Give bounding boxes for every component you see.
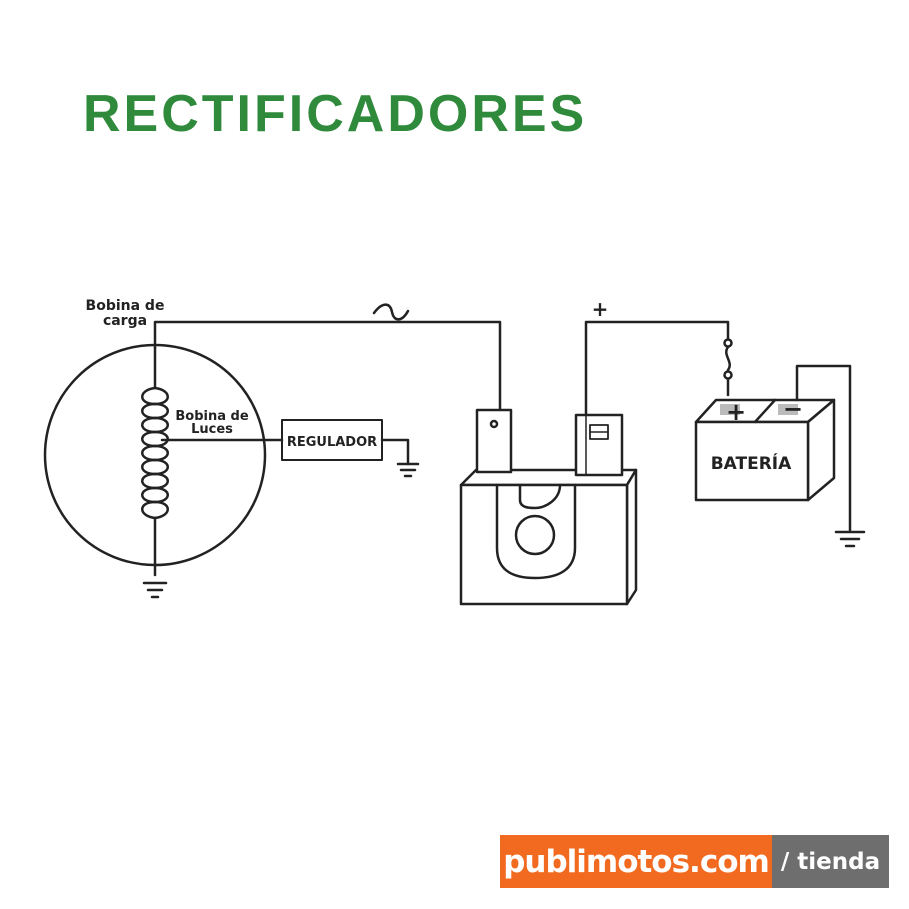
- stator-ground-icon: [142, 581, 168, 599]
- rectifier-body: [459, 468, 638, 606]
- rectifier-dc-terminal: [574, 413, 624, 477]
- battery-plus-sign: +: [726, 398, 746, 426]
- battery-ground-icon: [834, 530, 866, 548]
- battery-label: BATERÍA: [711, 452, 792, 474]
- charge-coil-label-line1: Bobina de: [86, 298, 165, 314]
- ac-symbol-icon: [372, 303, 410, 321]
- battery-minus-sign: −: [783, 395, 803, 423]
- charge-coil-winding: [141, 346, 169, 577]
- negative-wire: [795, 364, 852, 532]
- light-coil-label-line1: Bobina de: [175, 409, 248, 424]
- battery-box: [694, 398, 836, 502]
- footer-brand-link[interactable]: publimotos.com: [500, 835, 772, 888]
- fuse-icon: [723, 338, 733, 397]
- regulator-ground-icon: [380, 438, 420, 478]
- positive-wire: [584, 320, 730, 417]
- footer-shop-link[interactable]: / tienda: [772, 835, 889, 888]
- rectifier-ac-terminal: [475, 408, 513, 474]
- light-coil-label-line2: Luces: [191, 422, 233, 437]
- ac-wire: [153, 320, 502, 414]
- footer-banner[interactable]: publimotos.com / tienda: [500, 835, 889, 888]
- positive-sign: +: [592, 297, 609, 321]
- regulator-label: REGULADOR: [287, 435, 377, 450]
- page-title: RECTIFICADORES: [83, 85, 588, 143]
- charge-coil-label-line2: carga: [103, 313, 147, 329]
